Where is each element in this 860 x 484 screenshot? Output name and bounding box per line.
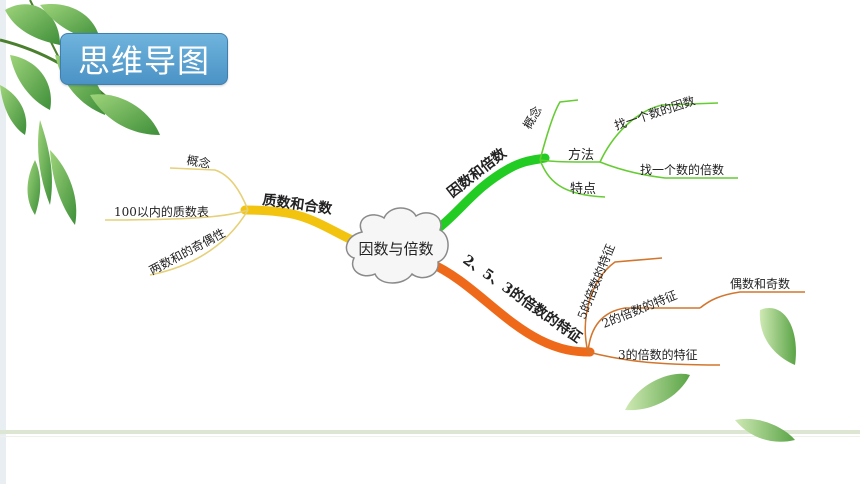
- title-badge: 思维导图: [60, 33, 228, 85]
- leaf-branch-decoration: [0, 0, 160, 225]
- node-find-factor: 找一个数的因数: [612, 93, 697, 133]
- node-five-multiple: 5的倍数的特征: [574, 242, 618, 321]
- node-feature: 特点: [570, 182, 596, 197]
- leaf-decoration-bottom: [625, 308, 796, 442]
- center-node: 因数与倍数: [345, 207, 449, 284]
- bottom-divider: [0, 430, 860, 434]
- green-subbranches: [539, 99, 738, 198]
- node-concept-green: 概念: [520, 103, 545, 131]
- bottom-divider-thin: [0, 436, 860, 437]
- node-concept-yellow: 概念: [185, 152, 211, 171]
- node-odd-even: 偶数和奇数: [730, 276, 790, 291]
- node-method: 方法: [568, 147, 594, 163]
- node-parity: 两数和的奇偶性: [146, 225, 227, 278]
- yellow-subbranches: [104, 167, 249, 276]
- node-prime-table: 100以内的质数表: [114, 204, 209, 219]
- node-find-multiple: 找一个数的倍数: [640, 162, 724, 177]
- orange-subbranches: [584, 257, 805, 366]
- node-three-multiple: 3的倍数的特征: [618, 347, 698, 362]
- branch-connectors: [240, 153, 595, 357]
- left-edge-strip: [0, 0, 6, 484]
- node-two-multiple: 2的倍数的特征: [600, 287, 679, 331]
- center-label: 因数与倍数: [358, 240, 433, 258]
